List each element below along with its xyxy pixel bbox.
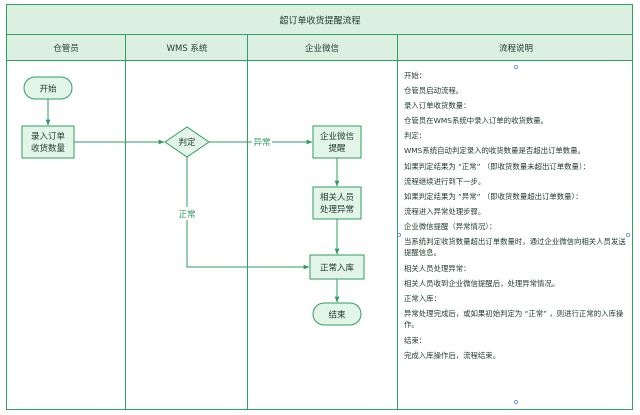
wechat-reminder-label-line1: 企业微信 xyxy=(320,131,355,142)
enter-quantity-label-line1: 录入订单 xyxy=(31,131,66,142)
edge-label-normal: 正常 xyxy=(178,209,195,220)
handle-exception-label-line1: 相关人员 xyxy=(320,192,354,203)
edge-judge-to-storage xyxy=(186,157,310,270)
lane-header-warehouse: 仓管员 xyxy=(53,43,79,54)
lane-header-wechat: 企业微信 xyxy=(305,43,340,54)
note-heading-normal-case: 如果判定结果为 “正常” （即收货数量未超出订单数量）： xyxy=(404,161,591,171)
note-text-storage: 异常处理完成后，或如果初始判定为 “正常” ，则进行正常的入库操作。 xyxy=(404,308,624,330)
start-node-label: 开始 xyxy=(39,84,57,95)
note-heading-judge: 判定： xyxy=(404,131,427,141)
note-heading-wechat: 企业微信提醒（异常情况）： xyxy=(404,221,497,231)
title-bar xyxy=(6,4,633,35)
note-text-abnormal-case: 流程进入异常处理步骤。 xyxy=(404,206,486,216)
note-heading-start: 开始： xyxy=(404,71,427,80)
process-notes: 开始： 仓管员启动流程。 录入订单收货数量： 仓管员在WMS系统中录入订单的收货… xyxy=(404,68,632,363)
end-node-label: 结束 xyxy=(328,310,346,321)
selection-handle xyxy=(396,232,401,237)
note-heading-storage: 正常入库： xyxy=(404,294,441,304)
wechat-reminder-node xyxy=(312,125,362,159)
note-text-normal-case: 流程继续进行到下一步。 xyxy=(404,176,486,186)
lane-header-wms: WMS 系统 xyxy=(167,43,208,54)
edge-label-bg xyxy=(252,136,272,147)
normal-storage-label: 正常入库 xyxy=(320,263,355,274)
note-text-enter: 仓管员在WMS系统中录入订单的收货数量。 xyxy=(404,116,549,126)
lane-header-row xyxy=(6,34,633,61)
note-heading-handle: 相关人员处理异常： xyxy=(404,263,471,273)
end-node xyxy=(312,302,362,326)
wechat-reminder-label-line2: 提醒 xyxy=(328,143,346,154)
selection-handle xyxy=(626,232,631,237)
note-heading-end: 结束： xyxy=(404,335,427,345)
note-heading-abnormal-case: 如果判定结果为 “异常” （即收货数量超出订单数量）： xyxy=(404,191,583,201)
selection-handle xyxy=(514,65,519,70)
judge-decision-label: 判定 xyxy=(178,137,196,148)
note-text-end: 完成入库操作后，流程结束。 xyxy=(404,351,501,360)
note-text-wechat: 当系统判定收货数量超出订单数量时，通过企业微信向相关人员发送提醒信息。 xyxy=(404,236,626,258)
lane-header-notes: 流程说明 xyxy=(499,43,533,54)
note-text-start: 仓管员启动流程。 xyxy=(404,86,464,96)
selection-handle xyxy=(514,399,519,404)
handle-exception-label-line2: 处理异常 xyxy=(320,204,354,215)
edge-label-bg xyxy=(176,207,198,220)
enter-quantity-node xyxy=(21,125,75,159)
edge-label-abnormal: 异常 xyxy=(253,137,270,148)
handle-exception-node xyxy=(312,186,362,220)
enter-quantity-label-line2: 收货数量 xyxy=(31,143,66,154)
note-heading-enter: 录入订单收货数量： xyxy=(404,101,471,111)
diagram-title: 超订单收货提醒流程 xyxy=(279,15,360,27)
note-text-judge: WMS系统自动判定录入的收货数量是否超出订单数量。 xyxy=(404,146,585,156)
note-text-handle: 相关人员收到企业微信提醒后，处理异常情况。 xyxy=(404,278,560,288)
